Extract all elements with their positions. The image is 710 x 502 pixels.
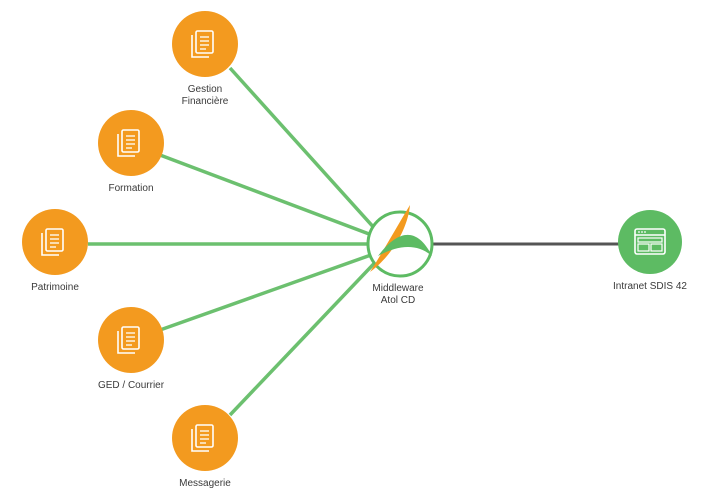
document-icon — [117, 129, 140, 157]
node-middleware-label-1: Middleware — [372, 283, 424, 294]
document-icon — [41, 228, 64, 256]
node-formation: Formation — [98, 110, 164, 194]
node-intranet-label: Intranet SDIS 42 — [613, 281, 687, 292]
browser-window-icon — [634, 228, 666, 255]
link-gestion — [228, 66, 387, 242]
node-patrimoine-circle — [22, 209, 88, 275]
node-messagerie: Messagerie — [172, 405, 238, 489]
node-formation-label: Formation — [108, 183, 153, 194]
node-gestion: Gestion Financière — [172, 11, 238, 107]
node-middleware-label-2: Atol CD — [381, 295, 415, 306]
node-middleware: Middleware Atol CD — [366, 205, 434, 306]
node-gestion-circle — [172, 11, 238, 77]
node-ged-label: GED / Courrier — [98, 380, 165, 391]
document-icon — [191, 424, 214, 452]
document-icon — [191, 30, 214, 58]
node-gestion-label-1: Gestion — [188, 84, 222, 95]
node-ged: GED / Courrier — [98, 307, 165, 391]
node-patrimoine-label: Patrimoine — [31, 282, 79, 293]
link-formation — [159, 153, 386, 242]
node-intranet: Intranet SDIS 42 — [613, 210, 687, 292]
node-ged-circle — [98, 307, 164, 373]
node-messagerie-circle — [172, 405, 238, 471]
node-patrimoine: Patrimoine — [22, 209, 88, 293]
node-gestion-label-2: Financière — [182, 96, 229, 107]
atol-logo-icon — [370, 205, 432, 272]
link-ged — [159, 248, 386, 332]
node-messagerie-label: Messagerie — [179, 478, 231, 489]
document-icon — [117, 326, 140, 354]
link-messagerie — [228, 250, 387, 417]
node-formation-circle — [98, 110, 164, 176]
